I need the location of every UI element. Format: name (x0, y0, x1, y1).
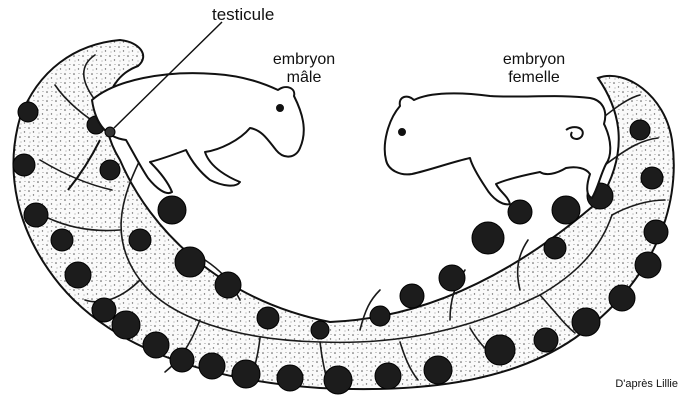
source-credit: D'après Lillie (615, 378, 678, 390)
testicule-label: testicule (212, 6, 274, 25)
female-label-line2: femelle (490, 69, 578, 87)
male-label-line2: mâle (268, 69, 340, 87)
female-label-line1: embryon (490, 51, 578, 69)
male-label-line1: embryon (268, 51, 340, 69)
female-embryo-label: embryon femelle (490, 51, 578, 86)
female-embryo (385, 93, 611, 204)
testicule-marker (105, 127, 115, 137)
male-embryo-label: embryon mâle (268, 51, 340, 86)
